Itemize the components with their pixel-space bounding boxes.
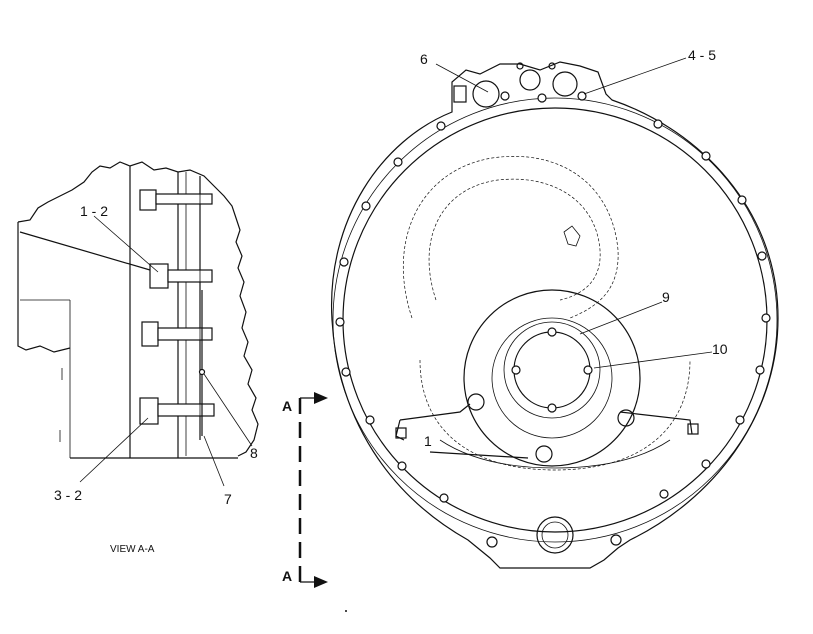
label-8: 8 (250, 445, 258, 461)
view-a-a-section (17, 161, 259, 487)
label-6: 6 (420, 51, 428, 67)
label-1-2: 1 - 2 (80, 203, 108, 219)
label-10: 10 (712, 341, 728, 357)
label-7: 7 (224, 491, 232, 507)
section-arrow-top-icon (314, 392, 328, 404)
section-label-bottom: A (282, 568, 292, 584)
section-label-top: A (282, 398, 292, 414)
section-arrow-bottom-icon (314, 576, 328, 588)
section-marker (298, 392, 328, 588)
label-3-2: 3 - 2 (54, 487, 82, 503)
flange-bolts (335, 119, 771, 548)
label-1: 1 (424, 433, 432, 449)
speck (345, 610, 347, 612)
flywheel-housing (330, 57, 779, 569)
view-a-a-caption: VIEW A-A (110, 544, 155, 555)
label-9: 9 (662, 289, 670, 305)
label-4-5: 4 - 5 (688, 47, 716, 63)
